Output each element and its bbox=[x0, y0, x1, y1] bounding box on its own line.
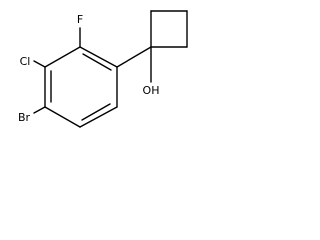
chlorine-label: Cl bbox=[20, 55, 31, 68]
bond-c4-c5 bbox=[44, 106, 81, 128]
bond-ring-chlorine bbox=[33, 60, 46, 68]
double-bond-inner-1 bbox=[82, 53, 112, 71]
benzene-ring bbox=[44, 46, 118, 128]
bond-ring-cyclobutyl bbox=[116, 46, 152, 68]
bromine-label: Br bbox=[18, 111, 31, 124]
bond-c3-c4 bbox=[79, 106, 118, 128]
hydroxyl-label: OH bbox=[143, 84, 160, 97]
fluorine-label: F bbox=[77, 13, 83, 26]
double-bond-inner-2 bbox=[81, 103, 111, 121]
bond-ring-bromine bbox=[33, 106, 46, 114]
bond-c1-c2 bbox=[79, 46, 118, 68]
bond-c6-c1 bbox=[44, 46, 81, 68]
structure-diagram: F Cl Br OH bbox=[18, 10, 188, 128]
cyclobutane-ring bbox=[150, 10, 188, 48]
